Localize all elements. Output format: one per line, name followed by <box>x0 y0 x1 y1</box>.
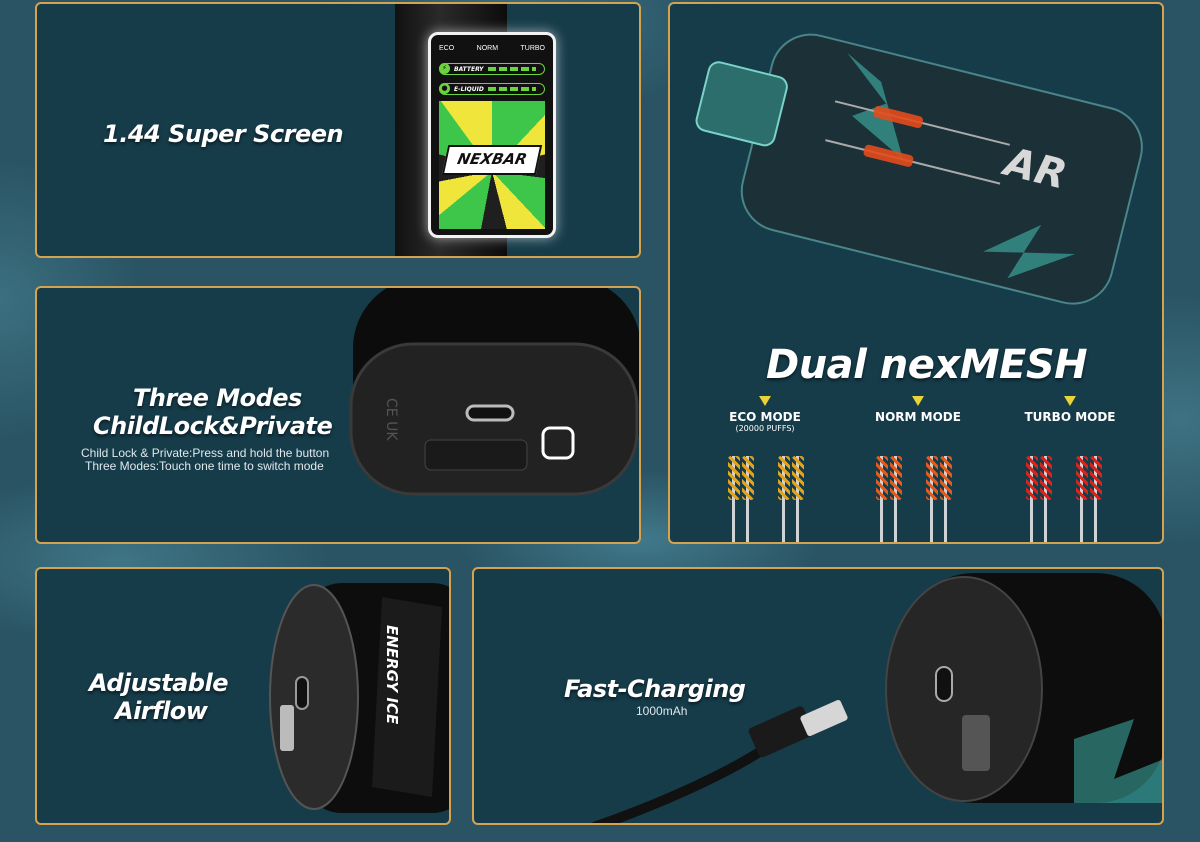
mode-eco: ECO MODE (20000 PUFFS) <box>710 396 820 433</box>
device-bottom-illustration: CE UK <box>349 288 639 496</box>
airflow-knob <box>962 715 990 771</box>
modes-title-line1: Three Modes <box>133 384 302 412</box>
screen-mode-eco: ECO <box>439 45 455 52</box>
screen-mode-row: ECO NORM TURBO <box>439 45 545 52</box>
airflow-title-line2: Airflow <box>115 697 208 725</box>
screen-mode-turbo: TURBO <box>520 45 546 52</box>
battery-label: BATTERY <box>454 65 484 73</box>
coil-mesh <box>1076 456 1088 500</box>
mode-eco-note: (20000 PUFFS) <box>735 424 795 433</box>
panel-title: 1.44 Super Screen <box>103 120 344 148</box>
eliquid-label: E-LIQUID <box>454 85 484 93</box>
touch-button <box>541 426 575 460</box>
mesh-title: Dual nexMESH <box>766 342 1088 388</box>
coil-mesh <box>876 456 888 500</box>
panel-airflow: Adjustable Airflow ENERGY ICE <box>35 567 451 825</box>
mesh-device-illustration: AR <box>695 33 1143 305</box>
coil-mesh <box>940 456 952 500</box>
usb-c-port <box>465 404 515 422</box>
nexbar-logo: NEXBAR <box>441 145 543 175</box>
flavor-label: ENERGY ICE <box>383 625 401 725</box>
coil-mesh <box>1090 456 1102 500</box>
charging-title: Fast-Charging <box>564 675 746 703</box>
panel-three-modes: Three Modes ChildLock&Private Child Lock… <box>35 286 641 544</box>
modes-sub-line2: Three Modes:Touch one time to switch mod… <box>85 459 324 473</box>
panel-fast-charging: Fast-Charging 1000mAh <box>472 567 1164 825</box>
battery-level-fill <box>488 67 536 71</box>
coil-mesh <box>890 456 902 500</box>
usb-port <box>295 676 309 710</box>
charging-sub: 1000mAh <box>636 704 688 718</box>
airflow-slider <box>424 439 528 471</box>
norm-arrow-icon <box>912 396 924 406</box>
coil-mesh <box>728 456 740 500</box>
panel-dual-mesh: AR Dual nexMESH ECO MODE (20000 PUFFS) N… <box>668 2 1164 544</box>
svg-text:CE UK: CE UK <box>383 398 399 441</box>
screen-artwork: NEXBAR <box>439 101 545 229</box>
eliquid-level-fill <box>488 87 536 91</box>
airflow-title-line1: Adjustable <box>89 669 228 697</box>
airflow-switch <box>280 705 294 751</box>
modes-sub-line1: Child Lock & Private:Press and hold the … <box>81 446 330 460</box>
turbo-arrow-icon <box>1064 396 1076 406</box>
modes-title-line2: ChildLock&Private <box>93 412 333 440</box>
mode-norm: NORM MODE <box>858 396 978 424</box>
coil-mesh <box>1040 456 1052 500</box>
battery-bar: ⚡ BATTERY <box>439 63 545 75</box>
battery-icon: ⚡ <box>439 63 450 74</box>
eco-arrow-icon <box>759 396 771 406</box>
screen-mode-norm: NORM <box>476 45 499 52</box>
eliquid-bar: ● E-LIQUID <box>439 83 545 95</box>
charging-port <box>935 666 953 702</box>
mode-norm-label: NORM MODE <box>875 410 961 424</box>
coil-mesh <box>1026 456 1038 500</box>
coil-mesh <box>926 456 938 500</box>
coil-mesh <box>778 456 790 500</box>
device-screen: ECO NORM TURBO ⚡ BATTERY ● E-LIQUID NEXB… <box>428 32 556 238</box>
droplet-icon: ● <box>439 83 450 94</box>
airflow-device-illustration <box>269 583 449 813</box>
usb-c-plug <box>800 699 848 737</box>
coil-mesh <box>742 456 754 500</box>
mode-turbo: TURBO MODE <box>1010 396 1130 424</box>
mode-eco-label: ECO MODE <box>729 410 801 424</box>
charging-device-illustration <box>592 573 1162 823</box>
mode-turbo-label: TURBO MODE <box>1024 410 1116 424</box>
coil-mesh <box>792 456 804 500</box>
